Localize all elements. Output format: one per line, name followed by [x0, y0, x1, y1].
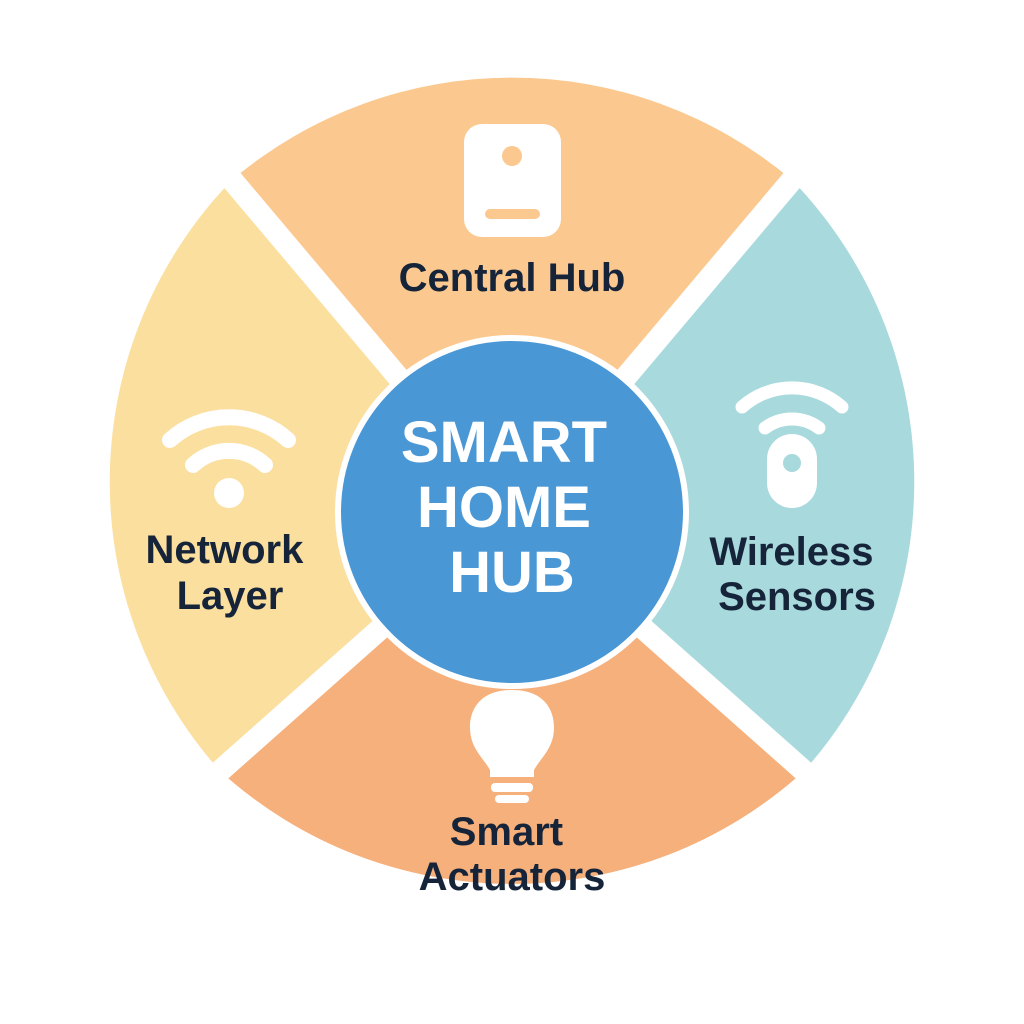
segment-central-hub	[232, 77, 792, 512]
light-bulb-icon	[470, 690, 554, 803]
label-smart-actuators: Smart Actuators	[419, 810, 606, 899]
label-wireless-sensors: Wireless Sensors	[709, 530, 884, 619]
hub-device-icon	[464, 124, 561, 237]
label-network-layer: Network Layer	[146, 528, 315, 618]
center-title-line-3: HUB	[449, 540, 575, 605]
label-smart-actuators-line-2: Actuators	[419, 855, 606, 899]
center-hub-title: SMART HOME HUB	[401, 410, 623, 605]
label-central-hub-line-1: Central Hub	[399, 256, 626, 300]
label-network-layer-line-2: Layer	[177, 574, 284, 618]
label-network-layer-line-1: Network	[146, 528, 305, 572]
center-hub-circle	[335, 335, 689, 689]
center-title-line-2: HOME	[417, 475, 591, 540]
center-title-line-1: SMART	[401, 410, 607, 475]
wireless-sensor-icon	[735, 381, 849, 508]
segment-network-layer	[109, 180, 513, 771]
wifi-icon	[162, 409, 296, 508]
segment-wireless-sensors	[512, 180, 915, 771]
label-smart-actuators-line-1: Smart	[450, 810, 563, 854]
label-wireless-sensors-line-2: Sensors	[718, 575, 876, 619]
label-central-hub: Central Hub	[399, 256, 626, 300]
label-wireless-sensors-line-1: Wireless	[709, 530, 873, 574]
